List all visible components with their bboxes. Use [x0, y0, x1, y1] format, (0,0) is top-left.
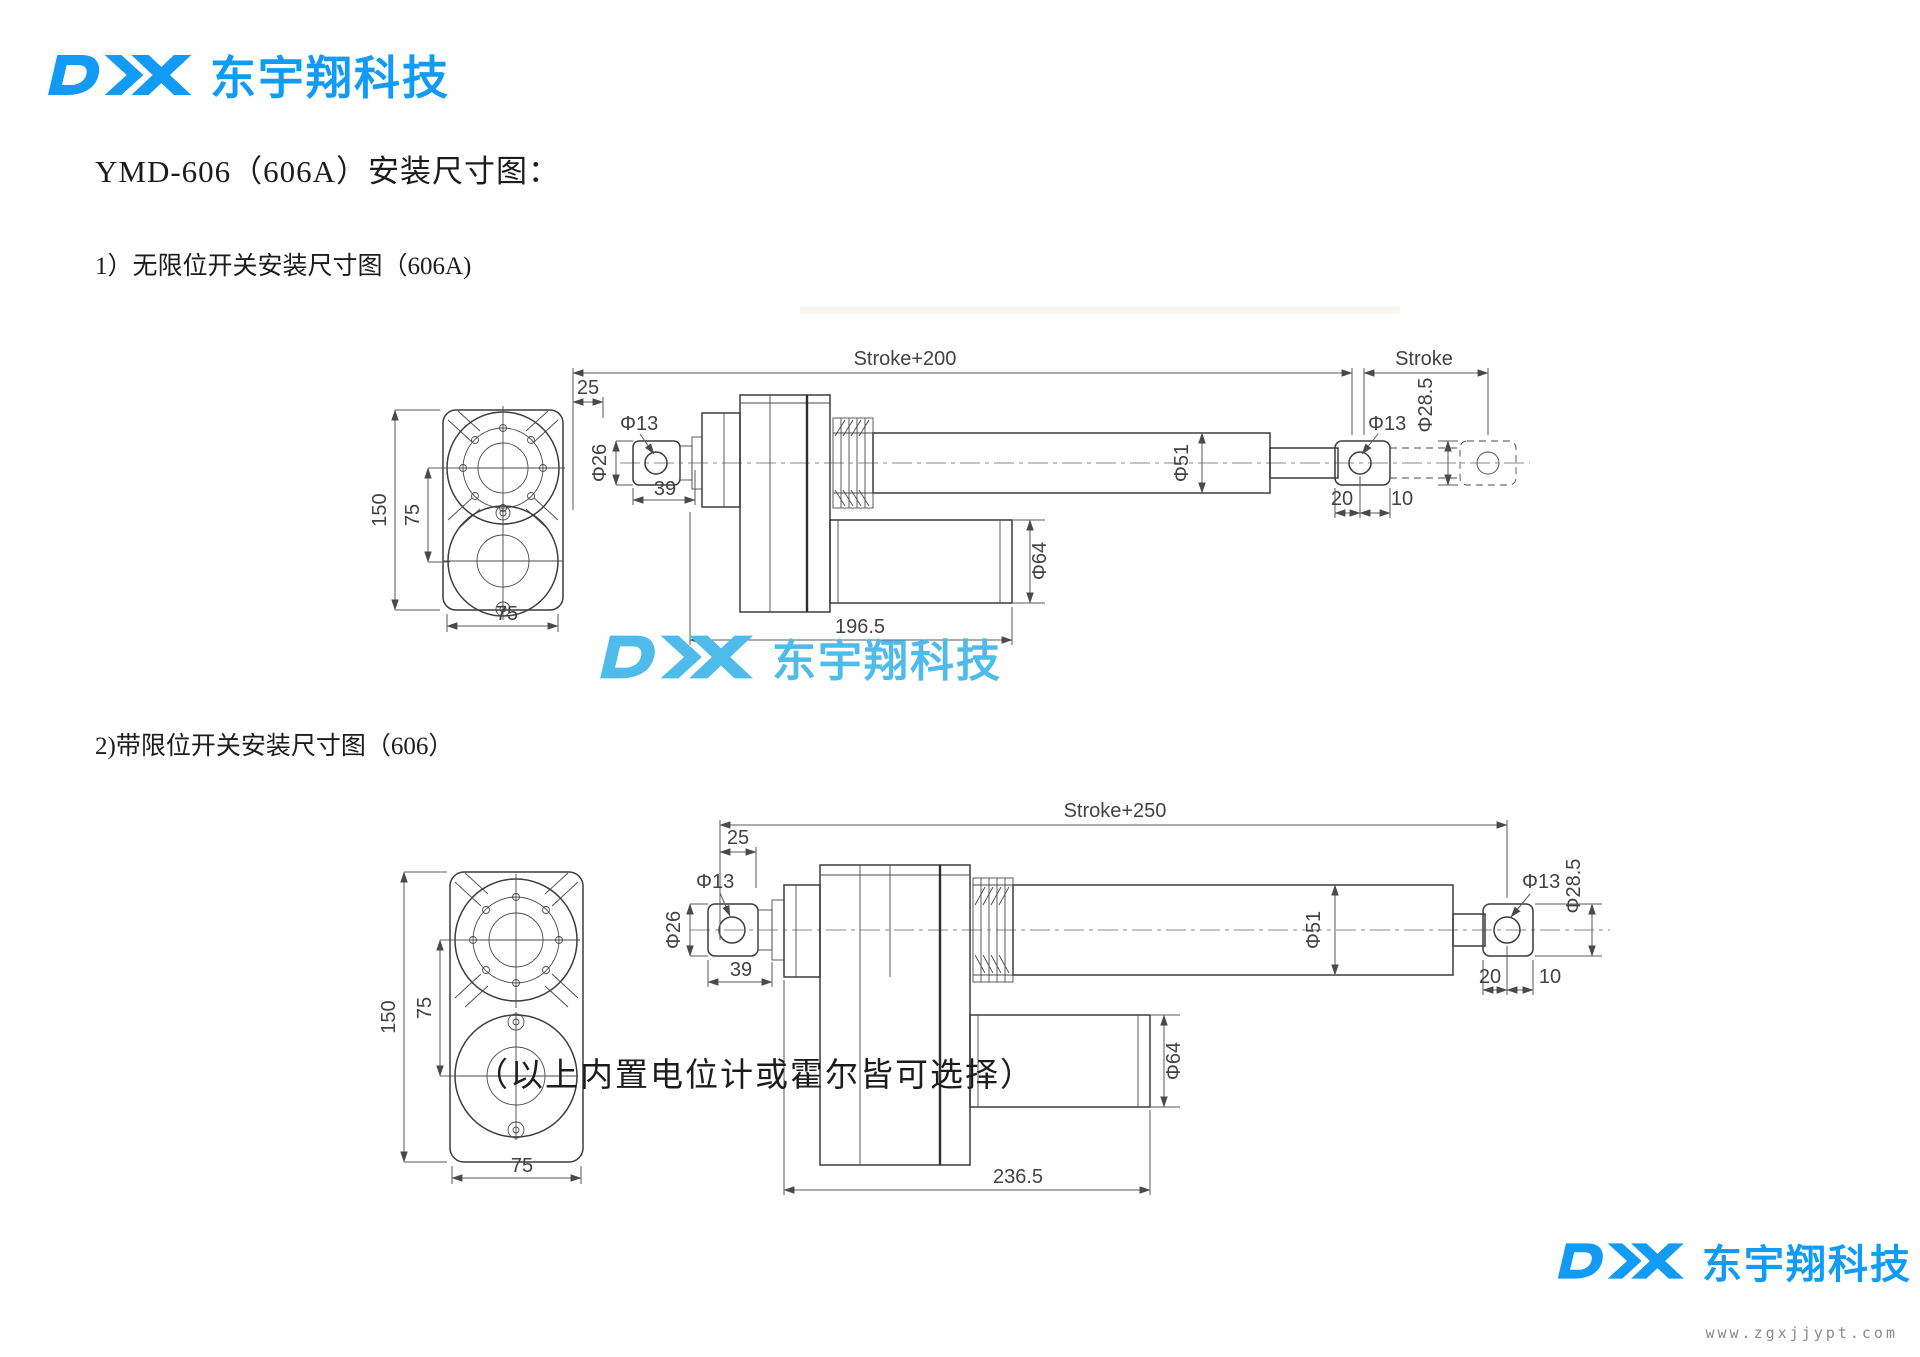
dim-stroke-plus-250: Stroke+250 — [1064, 800, 1167, 822]
footer-logo: 东宇翔科技 — [1556, 1232, 1912, 1290]
d2-front-view — [449, 871, 584, 1163]
dim-75-holes: 75 — [402, 504, 424, 526]
drawing-2-with-limit-switch: 150 75 75 — [378, 800, 1610, 1195]
dim-75-holes: 75 — [414, 997, 436, 1019]
dim-196-5: 196.5 — [835, 616, 885, 638]
section1-label: 1）无限位开关安装尺寸图（606A) — [95, 253, 472, 280]
scan-artifact — [800, 306, 1400, 314]
dim-phi64: Φ64 — [1029, 542, 1051, 580]
dim-phi51: Φ51 — [1171, 444, 1193, 482]
drawing-1-no-limit-switch: 150 75 75 — [369, 348, 1530, 645]
dim-236-5: 236.5 — [993, 1166, 1043, 1188]
dim-phi13-rear: Φ13 — [1522, 871, 1560, 893]
dim-phi26: Φ26 — [663, 911, 685, 949]
dim-phi26: Φ26 — [589, 444, 611, 482]
website-url: www.zgxjjypt.com — [1705, 1324, 1898, 1342]
dim-phi13-rear: Φ13 — [1368, 413, 1406, 435]
dim-75-width: 75 — [511, 1155, 533, 1177]
d2-side-dims: Stroke+250 25 Φ13 Φ26 39 Φ51 Φ13 Φ28.5 — [663, 800, 1602, 1195]
dim-phi51: Φ51 — [1303, 911, 1325, 949]
section2-label: 2)带限位开关安装尺寸图（606） — [95, 733, 454, 760]
company-logo: 东宇翔科技 — [46, 42, 450, 108]
watermark-company-name: 东宇翔科技 — [772, 637, 1002, 686]
dim-phi13-front: Φ13 — [696, 871, 734, 893]
dim-25: 25 — [727, 827, 749, 849]
dim-phi13-front: Φ13 — [620, 413, 658, 435]
d1-side-view — [620, 394, 1530, 613]
dim-10: 10 — [1391, 488, 1413, 510]
dim-stroke-plus-200: Stroke+200 — [854, 348, 957, 370]
dim-150: 150 — [378, 1000, 400, 1033]
dim-stroke: Stroke — [1395, 348, 1453, 370]
dim-phi64: Φ64 — [1163, 1042, 1185, 1080]
dim-39: 39 — [654, 478, 676, 500]
dim-10: 10 — [1539, 966, 1561, 988]
dyx-logo-icon — [48, 55, 192, 95]
dyx-watermark-icon — [600, 635, 754, 679]
d2-front-dims: 150 75 75 — [378, 871, 582, 1184]
dim-39: 39 — [730, 959, 752, 981]
dim-20: 20 — [1479, 966, 1501, 988]
d2-side-view — [690, 864, 1610, 1166]
page-title: YMD-606（606A）安装尺寸图： — [95, 154, 561, 189]
watermark-logo: 东宇翔科技 — [598, 622, 1002, 692]
dim-75-width: 75 — [496, 603, 518, 625]
dim-phi28-5: Φ28.5 — [1415, 378, 1437, 433]
d1-front-view — [441, 406, 565, 620]
d1-front-dims: 150 75 75 — [369, 409, 559, 632]
dim-150: 150 — [369, 493, 391, 526]
dim-20: 20 — [1331, 488, 1353, 510]
footer-note: （以上内置电位计或霍尔皆可选择） — [475, 1058, 1035, 1094]
d1-side-dims: Stroke+200 Stroke 25 Φ13 Φ26 39 Φ51 Φ13 — [572, 348, 1489, 645]
dim-25: 25 — [577, 377, 599, 399]
dyx-footer-logo-icon — [1557, 1243, 1684, 1279]
footer-company-name: 东宇翔科技 — [1702, 1243, 1912, 1287]
company-name: 东宇翔科技 — [210, 52, 450, 104]
dim-phi28-5: Φ28.5 — [1563, 859, 1585, 914]
